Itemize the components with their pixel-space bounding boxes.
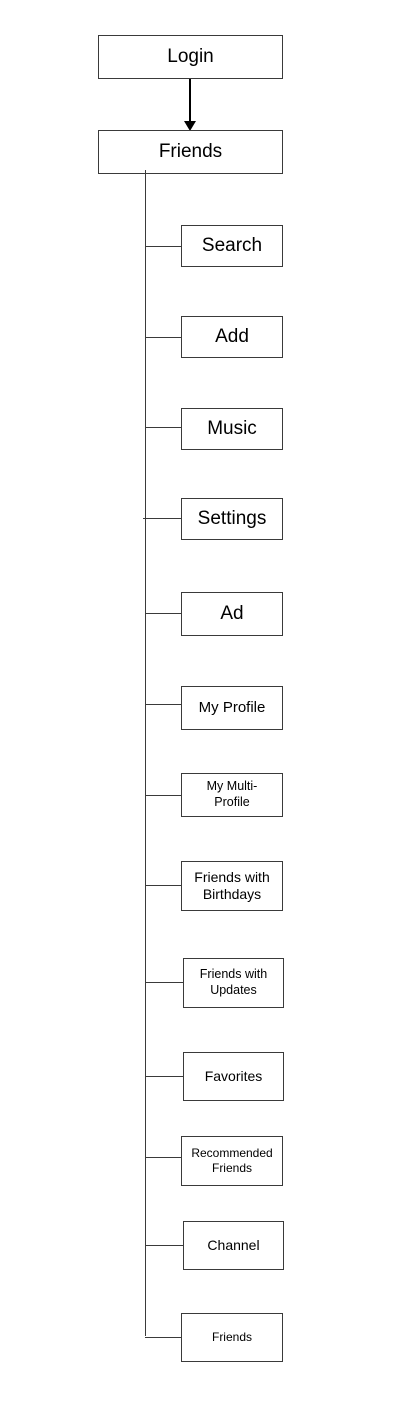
branch-connector-my-multi-profile <box>145 795 181 796</box>
child-node-my-profile: My Profile <box>181 686 283 730</box>
branch-connector-ad <box>145 613 181 614</box>
child-node-channel: Channel <box>183 1221 284 1270</box>
child-node-label: Search <box>201 235 263 257</box>
branch-connector-friends-with-updates <box>145 982 183 983</box>
child-node-label: My Multi- Profile <box>206 779 258 809</box>
child-node-friends-with-birthdays: Friends with Birthdays <box>181 861 283 911</box>
branch-connector-friends-with-birthdays <box>145 885 181 886</box>
child-node-friends-with-updates: Friends with Updates <box>183 958 284 1008</box>
child-node-label: Music <box>207 418 257 440</box>
child-node-label: My Profile <box>198 698 266 716</box>
child-node-settings: Settings <box>181 498 283 540</box>
child-node-add: Add <box>181 316 283 358</box>
child-node-search: Search <box>181 225 283 267</box>
trunk-connector <box>145 170 146 1336</box>
branch-connector-channel <box>145 1245 183 1246</box>
child-node-label: Channel <box>207 1236 260 1253</box>
login-label: Login <box>167 46 214 68</box>
branch-connector-settings <box>143 518 181 519</box>
child-node-label: Add <box>215 326 249 348</box>
child-node-label: Friends with Updates <box>199 967 268 997</box>
branch-connector-search <box>145 246 181 247</box>
branch-connector-music <box>145 427 181 428</box>
child-node-label: Favorites <box>204 1067 263 1084</box>
child-node-my-multi-profile: My Multi- Profile <box>181 773 283 817</box>
child-node-music: Music <box>181 408 283 450</box>
child-node-friends: Friends <box>181 1313 283 1362</box>
child-node-label: Ad <box>220 603 244 625</box>
child-node-label: Friends <box>211 1330 252 1344</box>
branch-connector-my-profile <box>145 704 181 705</box>
login-node: Login <box>98 35 283 79</box>
arrow-down-icon <box>184 121 196 131</box>
child-node-label: Settings <box>197 508 267 530</box>
branch-connector-favorites <box>145 1076 183 1077</box>
friends-node: Friends <box>98 130 283 174</box>
child-node-recommended-friends: Recommended Friends <box>181 1136 283 1186</box>
child-node-label: Friends with Birthdays <box>194 868 270 903</box>
child-node-label: Recommended Friends <box>191 1146 273 1175</box>
branch-connector-recommended-friends <box>145 1157 181 1158</box>
branch-connector-add <box>145 337 181 338</box>
friends-label: Friends <box>158 141 223 163</box>
login-to-friends-arrow-line <box>189 79 191 123</box>
child-node-ad: Ad <box>181 592 283 636</box>
branch-connector-friends <box>145 1337 181 1338</box>
child-node-favorites: Favorites <box>183 1052 284 1101</box>
